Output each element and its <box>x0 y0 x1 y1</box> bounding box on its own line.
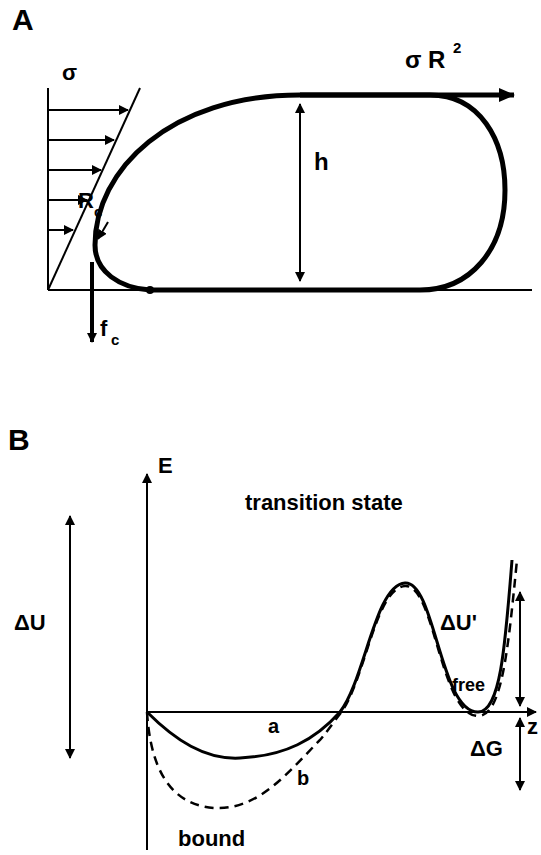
state-label: transition state <box>245 492 403 514</box>
height-label: h <box>314 150 329 174</box>
shear-symbol: σ <box>62 62 77 84</box>
panel-a <box>48 88 532 342</box>
superscript: 2 <box>453 40 461 55</box>
curve-label: b <box>297 768 309 788</box>
force-label: f <box>100 318 107 340</box>
state-label: bound <box>178 828 245 850</box>
force-label: σ R <box>405 48 445 72</box>
panel-b <box>70 474 536 850</box>
panel-letter: A <box>12 5 34 35</box>
panel-letter: B <box>8 425 30 455</box>
energy-label: ΔU' <box>440 612 477 634</box>
subscript: c <box>94 204 102 219</box>
axis-label: z <box>527 716 538 738</box>
state-label: free <box>452 676 485 694</box>
curve-label: a <box>268 716 279 736</box>
subscript: c <box>111 332 119 347</box>
energy-label: ΔG <box>470 738 503 760</box>
axis-label: E <box>158 455 173 477</box>
energy-label: ΔU <box>14 612 46 634</box>
radius-label: R <box>78 190 94 212</box>
